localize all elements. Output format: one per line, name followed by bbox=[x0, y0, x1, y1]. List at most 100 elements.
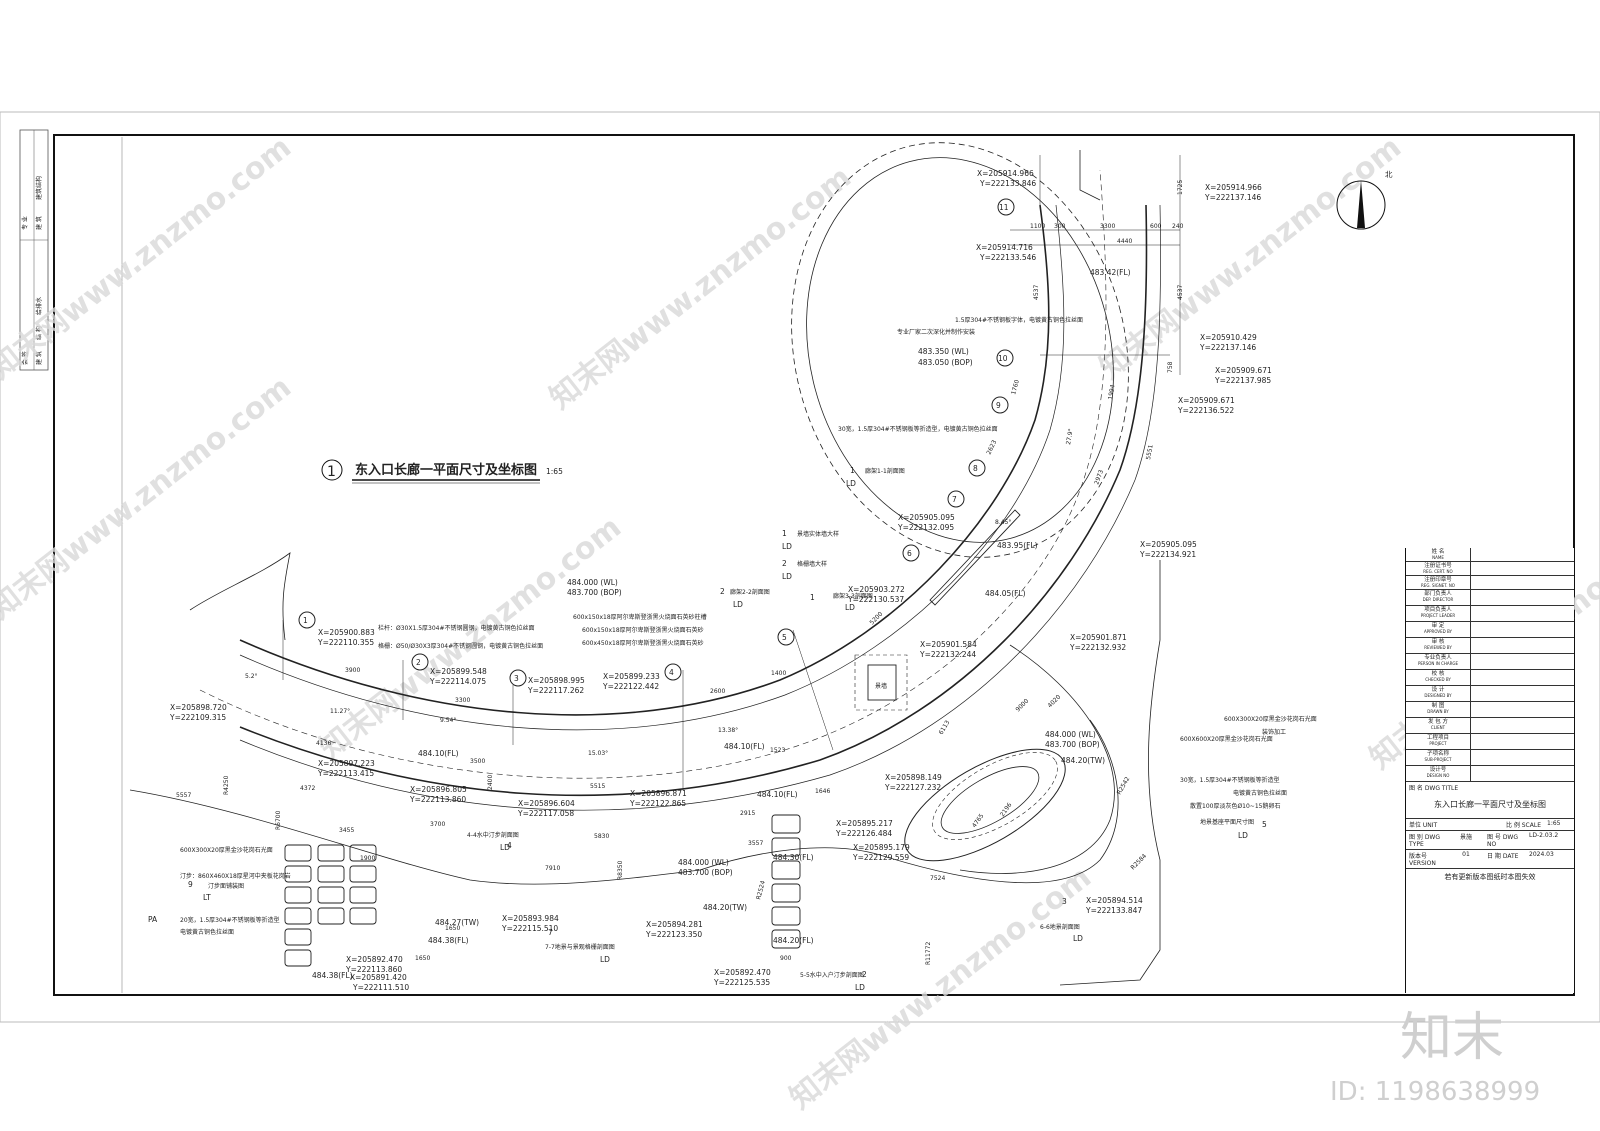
coord-x: X=205914.966 bbox=[1205, 183, 1262, 192]
note: 景墙 bbox=[875, 682, 887, 690]
callout-sheet: LD bbox=[846, 479, 856, 488]
brand-id: ID: 1198638999 bbox=[1330, 1077, 1540, 1107]
coord-y: Y=222132.244 bbox=[919, 650, 976, 659]
elev: 483.700 (BOP) bbox=[678, 868, 733, 877]
dim: 1760 bbox=[1010, 379, 1021, 396]
note: 专业厂家二次深化并制作安装 bbox=[897, 328, 975, 336]
title-text: 东入口长廊一平面尺寸及坐标图 bbox=[355, 462, 537, 478]
dim: 1523 bbox=[770, 747, 785, 754]
label-en: DESIGNED BY bbox=[1424, 693, 1452, 698]
axis-marker: 2 bbox=[411, 653, 429, 671]
dim: R2524 bbox=[755, 880, 767, 901]
dim: R6700 bbox=[275, 810, 282, 830]
coord-x: X=205905.095 bbox=[1140, 540, 1197, 549]
coord-x: X=205910.429 bbox=[1200, 333, 1257, 342]
coord-y: Y=222113.860 bbox=[345, 965, 402, 974]
wm-3: 知末网www.znzmo.com bbox=[543, 160, 858, 417]
callout-sheet: LD bbox=[733, 600, 743, 609]
paper-frame bbox=[0, 111, 1600, 1023]
dim: 2973 bbox=[1093, 469, 1105, 486]
coordinate-labels: X=205914.966 Y=222133.846 X=205914.966 Y… bbox=[169, 169, 1272, 992]
callout-sheet: LD bbox=[1238, 831, 1248, 840]
note: 装饰加工 bbox=[1262, 728, 1286, 736]
dim: 5515 bbox=[590, 783, 605, 790]
coord-y: Y=222134.921 bbox=[1139, 550, 1196, 559]
dwg-title-label: 图 名 DWG TITLE bbox=[1406, 781, 1574, 793]
annotation-notes: 1.5厚304#不锈钢板字体，电镀黄古铜色拉丝面 专业厂家二次深化并制作安装 3… bbox=[148, 316, 1317, 936]
dim: 3557 bbox=[748, 840, 763, 847]
north-label: 北 bbox=[1385, 170, 1393, 179]
dim: 4372 bbox=[300, 785, 315, 792]
coord-y: Y=222137.146 bbox=[1199, 343, 1256, 352]
coord-y: Y=222123.350 bbox=[645, 930, 702, 939]
label-en: REG. CERT. NO bbox=[1423, 569, 1453, 574]
dim: 3300 bbox=[455, 697, 470, 704]
callout-sheet: LD bbox=[1073, 934, 1083, 943]
note: 600x450x18厚阿尔卑斯登浙黑火烧面石英砂 bbox=[582, 639, 704, 647]
coord-x: X=205898.995 bbox=[528, 676, 585, 685]
title-block-footer: 若有更新版本图纸时本图失效 bbox=[1406, 868, 1574, 885]
coord-x: X=205909.671 bbox=[1215, 366, 1272, 375]
note: 20宽，1.5厚304#不锈钢板等折造型 bbox=[180, 916, 280, 924]
coord-x: X=205894.281 bbox=[646, 920, 703, 929]
strip-upper-3: 建筑结构 bbox=[35, 176, 43, 200]
callout-text: 廊架2-2剖面图 bbox=[730, 588, 770, 596]
callout-num: 2 bbox=[782, 559, 787, 568]
label-cn: 制 图 bbox=[1431, 703, 1445, 709]
coord-x: X=205896.805 bbox=[410, 785, 467, 794]
dim: 4440 bbox=[1117, 238, 1132, 245]
elev: 484.27(TW) bbox=[435, 918, 479, 927]
dim: R2584 bbox=[1129, 853, 1148, 872]
coord-x: X=205896.604 bbox=[518, 799, 575, 808]
angle: 11.27° bbox=[330, 708, 350, 715]
dim: 7524 bbox=[930, 875, 945, 882]
dim: 7910 bbox=[545, 865, 560, 872]
label-en: DESIGN NO bbox=[1426, 773, 1450, 778]
axis-marker: 8 bbox=[968, 459, 986, 477]
axis-id: 6 bbox=[907, 549, 912, 558]
label-en: REVIEWED BY bbox=[1424, 645, 1452, 650]
coord-x: X=205914.966 bbox=[977, 169, 1034, 178]
dwg-title: 东入口长廊一平面尺寸及坐标图 bbox=[1434, 800, 1546, 809]
elev: 484.10(FL) bbox=[418, 749, 459, 758]
callout-text: 景墙实体墙大样 bbox=[797, 530, 839, 538]
callout-num: 7 bbox=[548, 928, 553, 937]
dim: 4136 bbox=[316, 740, 331, 747]
elev: 483.42(FL) bbox=[1090, 268, 1131, 277]
coord-y: Y=222113.860 bbox=[409, 795, 466, 804]
dim: 1646 bbox=[815, 788, 830, 795]
label-en: SUB-PROJECT bbox=[1424, 757, 1452, 762]
dim: 9000 bbox=[1014, 698, 1030, 714]
coord-x: X=205896.871 bbox=[630, 789, 687, 798]
label-cn: 部门负责人 bbox=[1424, 591, 1452, 597]
callout-sheet: LD bbox=[782, 542, 792, 551]
wm-1: 知末网www.znzmo.com bbox=[0, 130, 298, 387]
label-en: CHECKED BY bbox=[1425, 677, 1451, 682]
callout-num: 2 bbox=[862, 970, 867, 979]
corridor-geometry bbox=[129, 142, 1181, 986]
axis-marker: 5 bbox=[777, 628, 795, 646]
elev: 484.30(FL) bbox=[773, 853, 814, 862]
dim: R2542 bbox=[1116, 776, 1132, 796]
coord-y: Y=222137.985 bbox=[1214, 376, 1271, 385]
coord-x: X=205914.716 bbox=[976, 243, 1033, 252]
elev: 484.000 (WL) bbox=[567, 578, 618, 587]
elev: 483.95(FL) bbox=[997, 541, 1038, 550]
drawing-title: 1 东入口长廊一平面尺寸及坐标图 1:65 bbox=[321, 459, 563, 484]
note: 30宽，1.5厚304#不锈钢板等折造型 bbox=[1180, 776, 1280, 784]
coord-y: Y=222122.442 bbox=[602, 682, 659, 691]
section-callouts: 1 廊架1-1剖面图 LD 1 景墙实体墙大样 LD 2 格栅墙大样 LD 2 … bbox=[188, 466, 1267, 992]
elev: 484.20(TW) bbox=[1061, 756, 1105, 765]
angle: 9.54° bbox=[440, 717, 456, 724]
